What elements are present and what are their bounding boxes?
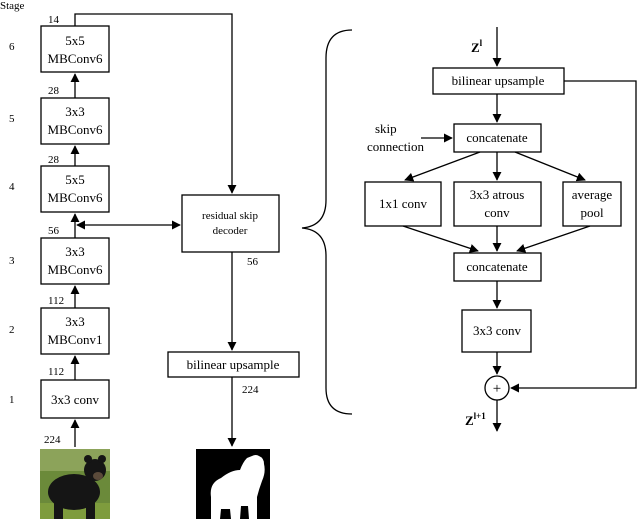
size-label-28-upper: 28 — [48, 85, 60, 97]
arrow-pool-to-concat — [516, 225, 591, 253]
stage-number-5: 5 — [9, 113, 15, 125]
stage-2-block: 3x3 MBConv1 — [40, 307, 110, 355]
expansion-brace — [301, 29, 353, 415]
stage-5-kernel: 3x3 — [65, 104, 85, 119]
stage-2-op: MBConv1 — [48, 332, 103, 347]
decoder-label-line2: decoder — [213, 225, 248, 237]
output-mask — [196, 449, 270, 519]
decoder-output-size: 56 — [247, 256, 259, 268]
stage-6-op: MBConv6 — [48, 51, 103, 66]
bear-leg-back — [54, 500, 63, 519]
stage-number-2: 2 — [9, 324, 15, 336]
stage-1-op: 3x3 conv — [51, 392, 100, 407]
stage-3-op: MBConv6 — [48, 262, 103, 277]
detail-output-z: Zl+1 — [465, 411, 486, 428]
stage-6-block: 5x5 MBConv6 — [40, 25, 110, 73]
detail-upsample-label: bilinear upsample — [452, 73, 545, 88]
branch-average-pool-label-line2: pool — [580, 205, 604, 220]
size-label-224: 224 — [44, 434, 61, 446]
detail-upsample-block: bilinear upsample — [432, 67, 565, 95]
stage-header: Stage — [0, 0, 25, 12]
input-image — [40, 449, 110, 519]
mask-silhouette — [210, 455, 265, 519]
stage-3-block: 3x3 MBConv6 — [40, 237, 110, 285]
bear-ear-left — [84, 455, 92, 463]
stage-5-block: 3x3 MBConv6 — [40, 97, 110, 145]
residual-sum-symbol: + — [493, 381, 501, 397]
branch-average-pool-label-line1: average — [572, 187, 613, 202]
arrow-1x1-to-concat — [402, 225, 479, 253]
bear-ear-right — [98, 455, 106, 463]
concatenate-top-block: concatenate — [453, 123, 542, 153]
size-label-14: 14 — [48, 14, 60, 26]
stage-1-block: 3x3 conv — [40, 379, 110, 419]
branch-atrous-conv-block: 3x3 atrous conv — [453, 181, 542, 227]
arrow-stage6-to-decoder — [74, 13, 237, 194]
stage-number-1: 1 — [9, 394, 15, 406]
final-upsample-label: bilinear upsample — [187, 357, 280, 372]
skip-connection-label-line1: skip — [375, 121, 397, 136]
residual-sum-node: + — [484, 375, 510, 401]
final-upsample-block: bilinear upsample — [167, 351, 300, 378]
concatenate-bottom-block: concatenate — [453, 252, 542, 282]
size-label-56: 56 — [48, 225, 60, 237]
concatenate-top-label: concatenate — [466, 130, 528, 145]
size-label-28-lower: 28 — [48, 154, 60, 166]
final-conv-label: 3x3 conv — [473, 323, 522, 338]
skip-connection-label-line2: connection — [367, 139, 425, 154]
stage-number-3: 3 — [9, 255, 15, 267]
detail-input-z: Zl — [471, 38, 483, 55]
stage-5-op: MBConv6 — [48, 122, 103, 137]
size-label-112-lower: 112 — [48, 366, 64, 378]
branch-atrous-conv-label-line1: 3x3 atrous — [470, 187, 525, 202]
stage-4-kernel: 5x5 — [65, 172, 85, 187]
bear-snout — [93, 472, 103, 480]
arrow-concat-to-1x1 — [404, 151, 481, 182]
branch-1x1-conv-label: 1x1 conv — [379, 196, 428, 211]
decoder-label-line1: residual skip — [202, 210, 258, 222]
size-label-112-upper: 112 — [48, 295, 64, 307]
final-upsample-size: 224 — [242, 384, 259, 396]
arrow-concat-to-pool — [514, 151, 586, 182]
stage-4-block: 5x5 MBConv6 — [40, 165, 110, 213]
final-conv-block: 3x3 conv — [461, 309, 532, 353]
branch-atrous-conv-label-line2: conv — [484, 205, 510, 220]
stage-number-6: 6 — [9, 41, 15, 53]
branch-1x1-conv-block: 1x1 conv — [364, 181, 442, 227]
bear-leg-front — [86, 500, 95, 519]
branch-average-pool-block: average pool — [562, 181, 622, 227]
stage-2-kernel: 3x3 — [65, 314, 85, 329]
residual-skip-decoder-block: residual skip decoder — [181, 194, 280, 253]
stage-4-op: MBConv6 — [48, 190, 103, 205]
arrow-residual-bypass — [510, 80, 637, 393]
concatenate-bottom-label: concatenate — [466, 259, 528, 274]
stage-3-kernel: 3x3 — [65, 244, 85, 259]
stage-number-4: 4 — [9, 181, 15, 193]
stage-6-kernel: 5x5 — [65, 33, 85, 48]
